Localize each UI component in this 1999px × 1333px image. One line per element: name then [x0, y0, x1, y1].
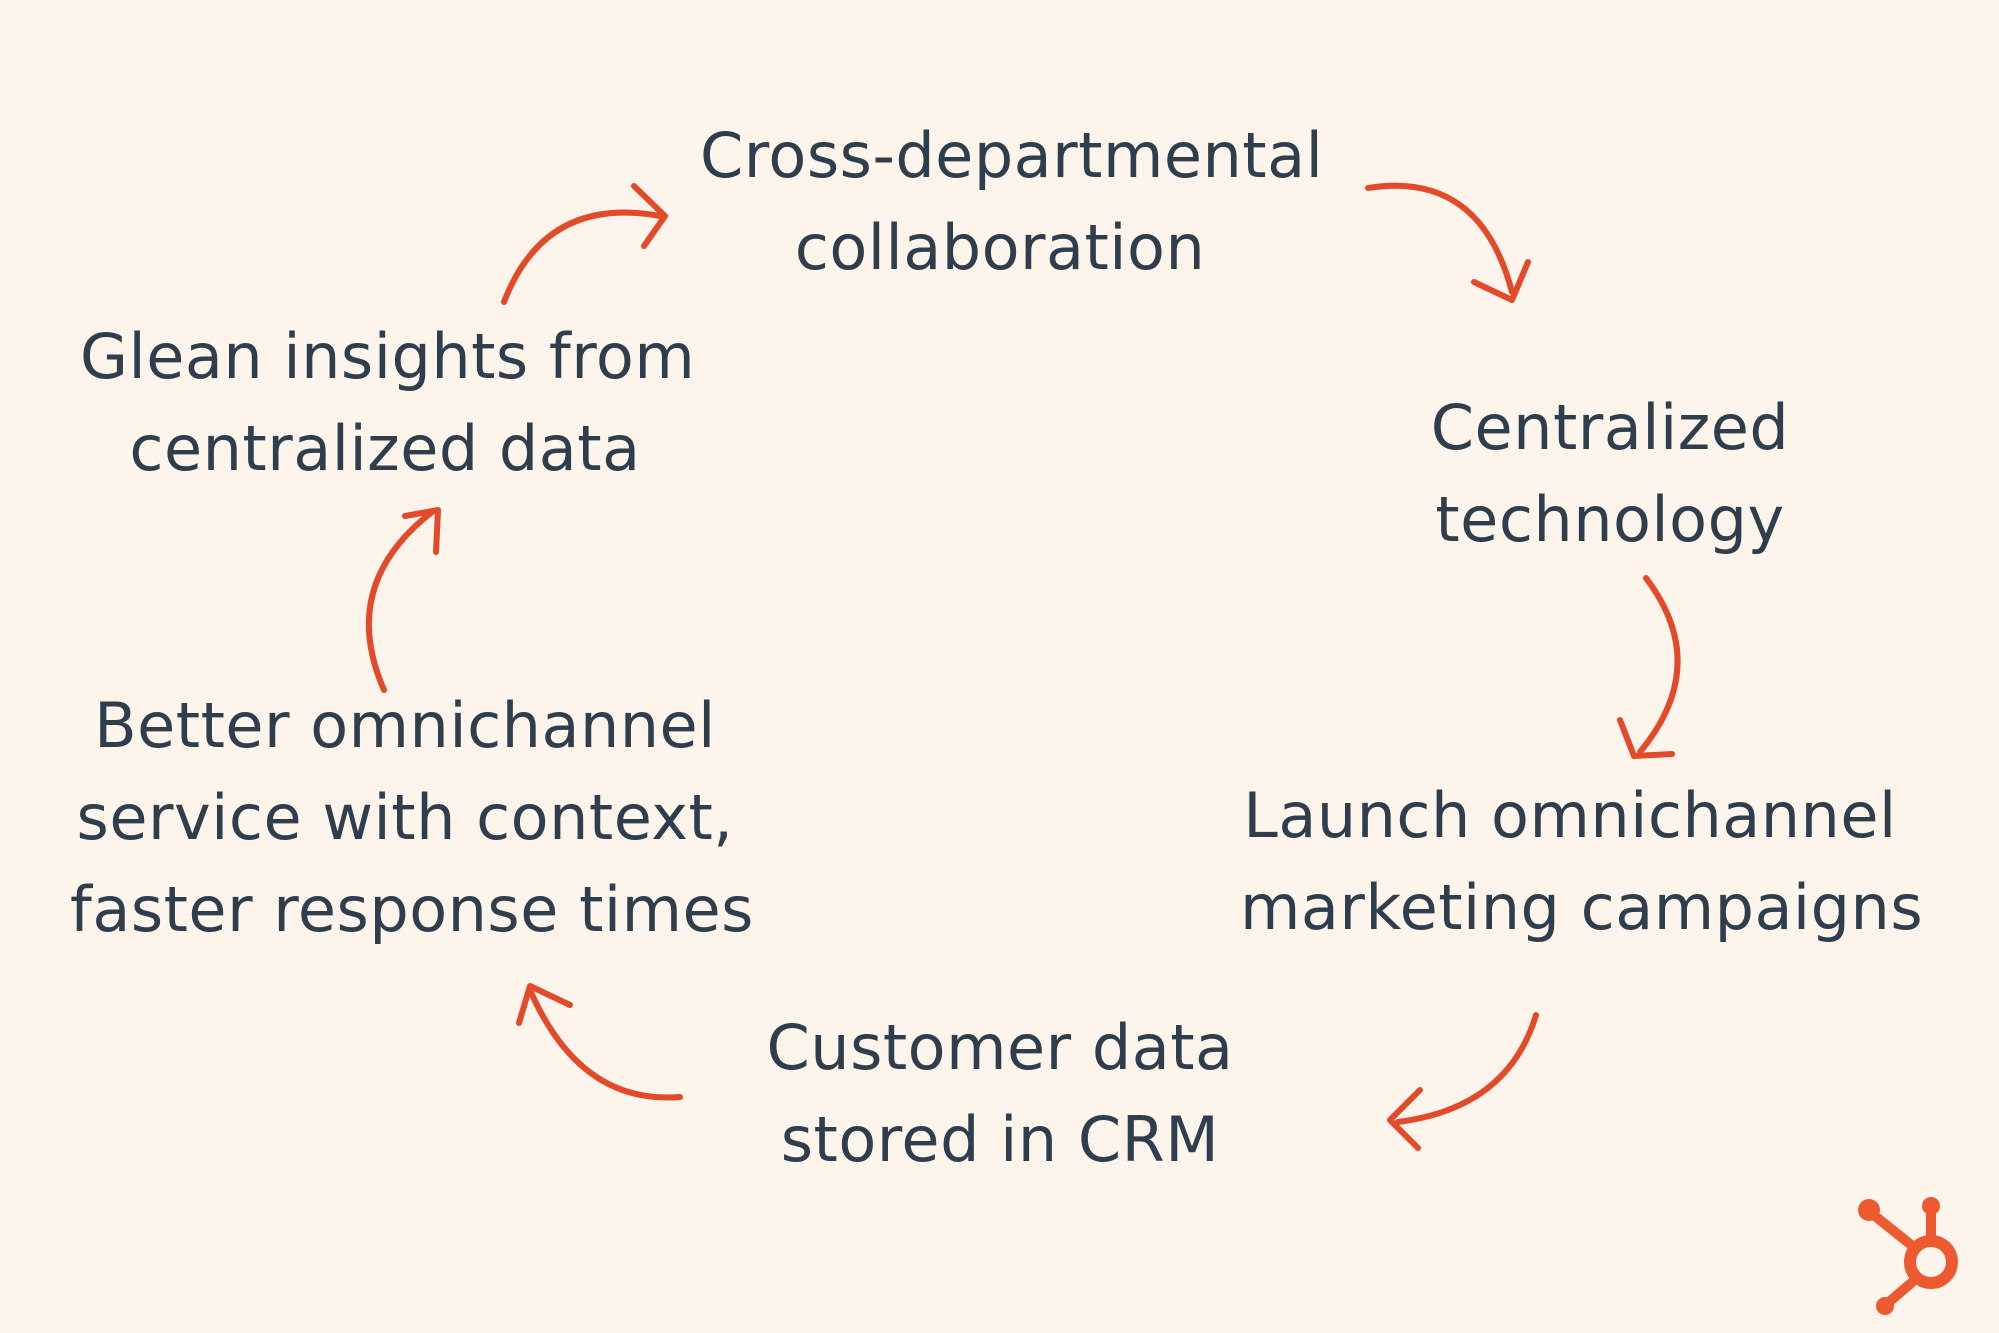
step-label-line: Better omnichannel	[94, 689, 716, 762]
step-label-line: Cross-departmental	[700, 119, 1324, 192]
arrow-technology-to-launch	[1617, 575, 1681, 759]
step-label-line: centralized data	[129, 412, 641, 485]
step-label-line: Centralized	[1430, 391, 1790, 464]
step-label-line: faster response times	[70, 873, 754, 946]
step-label-line: Launch omnichannel	[1243, 779, 1897, 852]
arrow-launch-to-customer-data	[1387, 1012, 1539, 1151]
step-cross-departmental-collaboration: Cross-departmental collaboration	[700, 110, 1324, 294]
arrow-customer-data-to-service	[516, 983, 683, 1101]
step-centralized-technology: Centralized technology	[1400, 382, 1820, 566]
step-glean-insights: Glean insights from centralized data	[80, 311, 696, 495]
step-label-line: stored in CRM	[780, 1103, 1220, 1176]
arrow-collaboration-to-technology	[1365, 182, 1531, 303]
hubspot-sprocket-icon	[1858, 1197, 1958, 1315]
arrow-insights-to-collaboration	[501, 183, 668, 305]
step-better-omnichannel-service: Better omnichannel service with context,…	[70, 680, 754, 956]
arrow-service-to-insights	[365, 507, 441, 693]
step-launch-omnichannel-campaigns: Launch omnichannel marketing campaigns	[1240, 770, 1924, 954]
step-label-line: collaboration	[794, 211, 1206, 284]
step-label-line: marketing campaigns	[1240, 871, 1924, 944]
step-label-line: Glean insights from	[80, 320, 696, 393]
step-label-line: Customer data	[766, 1011, 1234, 1084]
step-label-line: technology	[1435, 483, 1785, 556]
step-label-line: service with context,	[76, 781, 734, 854]
step-customer-data-crm: Customer data stored in CRM	[750, 1002, 1250, 1186]
